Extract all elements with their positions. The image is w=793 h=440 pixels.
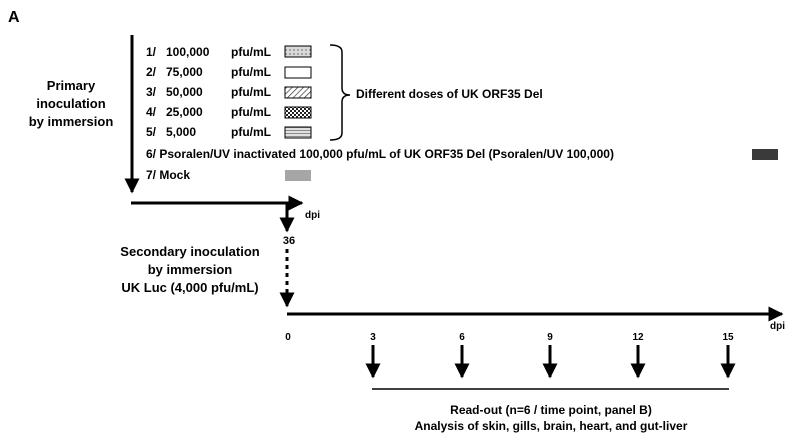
dose-3-unit: pfu/mL: [231, 85, 271, 99]
readout-line-2: Analysis of skin, gills, brain, heart, a…: [414, 419, 688, 433]
dose-1-amount: 100,000: [166, 45, 210, 59]
dose-4-num: 4/: [146, 105, 157, 119]
dose-brace: [329, 44, 351, 141]
secondary-label-line-2: by immersion: [147, 262, 233, 277]
primary-label-line-1: Primary: [46, 78, 96, 93]
dose-4-unit: pfu/mL: [231, 105, 271, 119]
dose-2-unit: pfu/mL: [231, 65, 271, 79]
dose-2-num: 2/: [146, 65, 157, 79]
swatch-psoralen: [752, 149, 778, 160]
timeline-tick-15: 15: [722, 332, 734, 343]
dose-1-unit: pfu/mL: [231, 45, 271, 59]
psoralen-label: 6/ Psoralen/UV inactivated 100,000 pfu/m…: [146, 147, 614, 161]
timeline-tick-3: 3: [370, 332, 376, 343]
dose-4-amount: 25,000: [166, 105, 203, 119]
readout-line-1: Read-out (n=6 / time point, panel B): [450, 403, 652, 417]
secondary-label-line-3: UK Luc (4,000 pfu/mL): [121, 280, 259, 295]
primary-axis-unit: dpi: [305, 210, 320, 221]
secondary-day-label: 36: [282, 235, 296, 247]
dose-2-amount: 75,000: [166, 65, 203, 79]
mock-label: 7/ Mock: [146, 168, 191, 182]
timeline-tick-12: 12: [632, 332, 644, 343]
swatch-dose-5: [284, 126, 312, 139]
dose-5-unit: pfu/mL: [231, 125, 271, 139]
swatch-dose-1: [284, 45, 312, 58]
primary-label-line-2: inoculation: [36, 96, 106, 111]
swatch-mock: [285, 170, 311, 181]
timeline-tick-6: 6: [459, 332, 465, 343]
timeline-axis-unit: dpi: [770, 321, 785, 332]
dose-5-num: 5/: [146, 125, 157, 139]
swatch-dose-2: [284, 66, 312, 79]
swatch-dose-3: [284, 86, 312, 99]
panel-label: A: [8, 9, 20, 26]
timeline-tick-9: 9: [547, 332, 553, 343]
dose-1-num: 1/: [146, 45, 157, 59]
secondary-label: Secondary inoculation by immersion UK Lu…: [120, 243, 259, 297]
dose-5-amount: 5,000: [166, 125, 197, 139]
swatch-dose-4: [284, 106, 312, 119]
primary-label-line-3: by immersion: [28, 114, 114, 129]
dose-3-amount: 50,000: [166, 85, 203, 99]
dose-3-num: 3/: [146, 85, 157, 99]
secondary-label-line-1: Secondary inoculation: [120, 244, 260, 259]
primary-label: Primary inoculation by immersion: [29, 77, 114, 131]
timeline-tick-0: 0: [285, 332, 291, 343]
brace-label: Different doses of UK ORF35 Del: [356, 87, 543, 101]
